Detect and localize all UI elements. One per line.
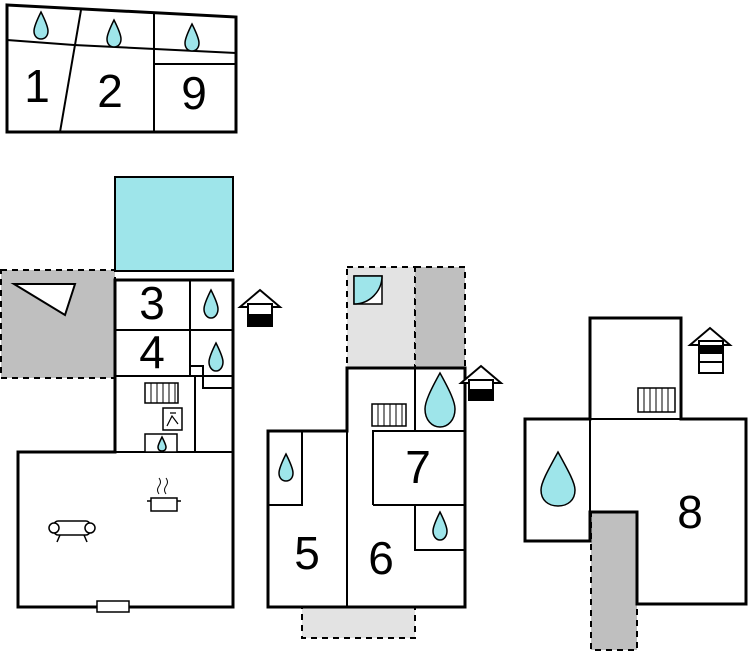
water-drop-icon [203, 288, 219, 319]
shower-corner-icon [353, 275, 383, 305]
water-drop-icon [540, 450, 576, 507]
room-number-1: 1 [24, 60, 50, 112]
pool [114, 176, 234, 272]
radiator-icon [144, 382, 179, 404]
water-drop-icon [33, 10, 49, 40]
sun-lounger-icon [10, 283, 77, 317]
house-icon [237, 288, 283, 327]
room-number-3: 3 [139, 277, 165, 329]
room-number-6: 6 [368, 532, 394, 584]
radiator-icon [371, 403, 407, 427]
room-number-8: 8 [677, 486, 703, 538]
right-building: 8 [523, 316, 748, 651]
house-icon [687, 326, 733, 374]
water-drop-icon [424, 371, 456, 428]
window [96, 600, 130, 613]
water-drop-icon [184, 22, 200, 52]
sauna-icon [162, 407, 183, 431]
middle-building: 7 5 6 [266, 266, 504, 639]
terrace [301, 606, 416, 639]
water-drop-icon [432, 510, 448, 541]
terrace [590, 511, 638, 651]
shower-icon [144, 433, 178, 453]
radiator-icon [637, 387, 676, 413]
room-number-5: 5 [294, 527, 320, 579]
terrace [414, 266, 466, 369]
room-number-2: 2 [97, 65, 123, 117]
left-building: 3 4 [0, 176, 283, 613]
room-number-4: 4 [139, 326, 165, 378]
house-icon [458, 364, 504, 401]
water-drop-icon [278, 452, 294, 482]
water-drop-icon [106, 18, 122, 48]
legend-frame [5, 3, 238, 134]
water-drop-icon [208, 341, 224, 372]
stove-icon [147, 477, 181, 512]
room-number-7: 7 [405, 441, 431, 493]
room-number-9: 9 [181, 67, 207, 119]
sofa-icon [48, 520, 96, 543]
legend-block: 1 2 9 [5, 3, 238, 134]
